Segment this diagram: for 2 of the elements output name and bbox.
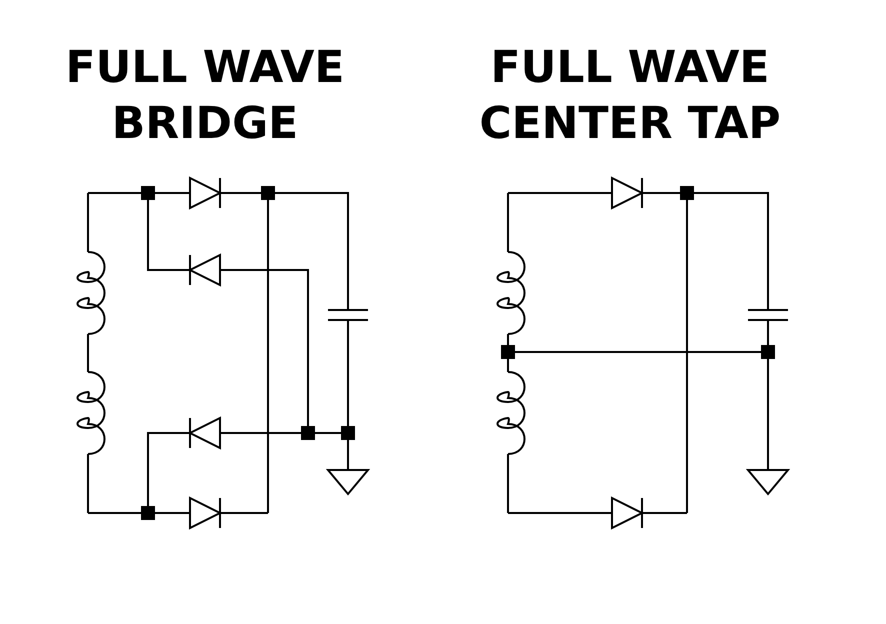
circuit-title: FULL WAVE CENTER TAP [478,41,782,151]
circuit-title: FULL WAVE BRIDGE [64,41,346,151]
